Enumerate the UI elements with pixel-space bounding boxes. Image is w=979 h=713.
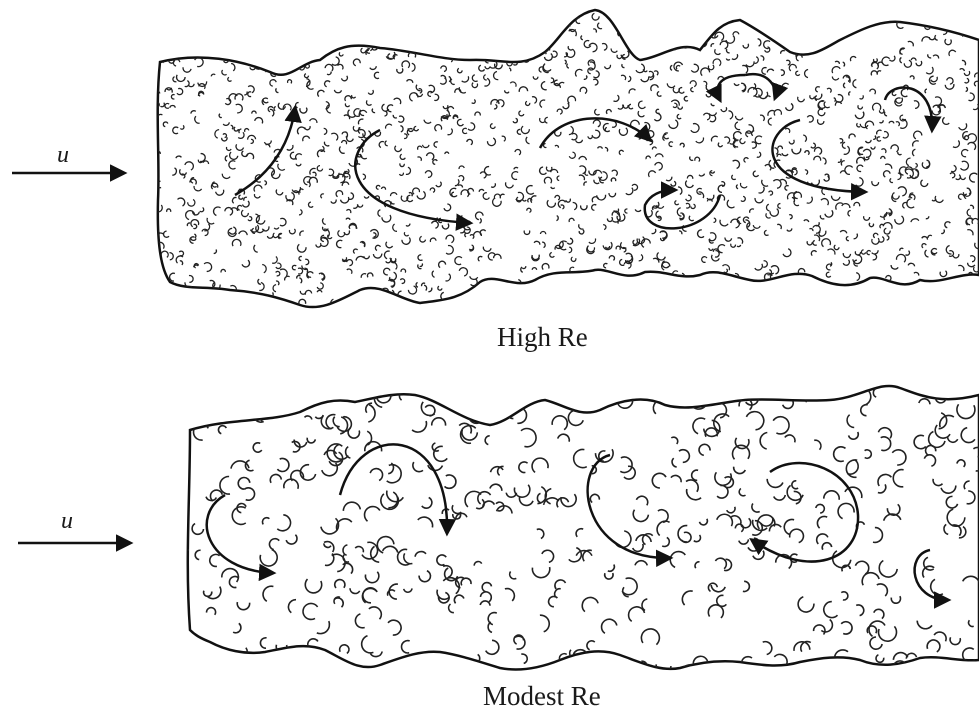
high-re-caption: High Re [497, 322, 588, 353]
flow-velocity-label-top: u [57, 142, 69, 169]
modest-re-plume [181, 382, 979, 682]
modest-re-caption: Modest Re [483, 681, 601, 712]
flow-velocity-label-bottom: u [61, 508, 73, 535]
high-re-plume [153, 6, 979, 313]
